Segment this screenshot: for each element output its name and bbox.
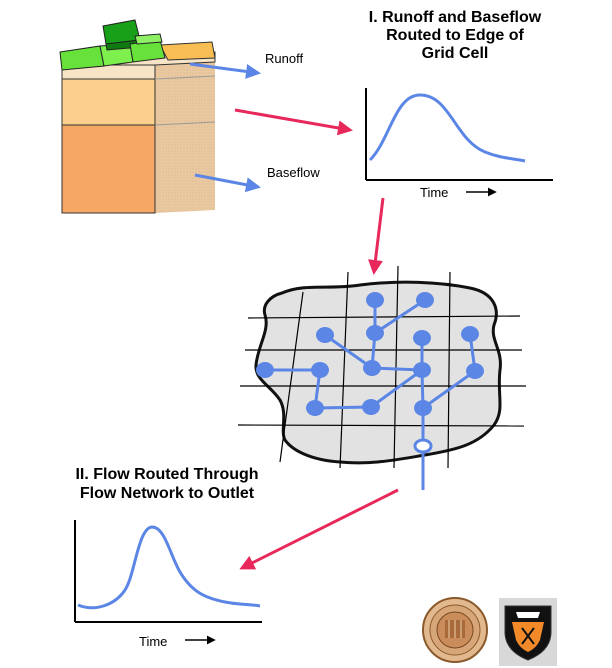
hydrograph-2: Time (74, 520, 262, 649)
stream-links (265, 298, 477, 490)
network-node (366, 292, 384, 308)
soil-layer-middle (61, 78, 156, 126)
baseflow-arrow (194, 173, 261, 193)
network-node (416, 292, 434, 308)
network-node (362, 399, 380, 415)
network-node (311, 362, 329, 378)
hydrograph-1-curve (368, 93, 526, 163)
network-node (414, 400, 432, 416)
routing-arrow-to-network (368, 197, 385, 275)
routing-arrow-to-hydrograph-2 (239, 488, 399, 570)
svg-text:Routed to Edge of: Routed to Edge of (386, 27, 524, 44)
network-node (316, 327, 334, 343)
baseflow-label: Baseflow (267, 165, 320, 180)
network-node (413, 330, 431, 346)
vegetation-tile (59, 45, 105, 71)
bare-soil-patch (159, 41, 216, 61)
network-node (366, 325, 384, 341)
network-node (461, 326, 479, 342)
section-2-title: II. Flow Routed Through Flow Network to … (75, 466, 258, 502)
section-1-title: I. Runoff and Baseflow Routed to Edge of… (369, 9, 542, 62)
grid-lines (237, 265, 526, 469)
network-nodes (256, 292, 484, 416)
runoff-arrow (189, 62, 261, 79)
hydrograph-2-time-label: Time (139, 634, 167, 649)
svg-text:Flow Network to Outlet: Flow Network to Outlet (80, 485, 255, 502)
hydrograph-1-time-label: Time (420, 185, 448, 200)
network-node (466, 363, 484, 379)
network-node (306, 400, 324, 416)
routing-arrow-to-hydrograph-1 (234, 108, 353, 136)
hydrograph-1: Time (365, 88, 553, 200)
princeton-shield-icon (499, 598, 557, 666)
flow-network (237, 265, 526, 490)
network-node (256, 362, 274, 378)
outlet-node (413, 438, 433, 454)
svg-text:Grid Cell: Grid Cell (422, 45, 489, 62)
runoff-label: Runoff (265, 51, 303, 66)
soil-layer-bottom (61, 124, 156, 214)
svg-text:I. Runoff and Baseflow: I. Runoff and Baseflow (369, 9, 542, 26)
grid-cell-soil-column (59, 19, 216, 214)
hydrograph-2-curve (77, 525, 261, 610)
network-node (363, 360, 381, 376)
network-node (413, 362, 431, 378)
university-seal-icon (422, 597, 488, 663)
svg-text:II. Flow Routed Through: II. Flow Routed Through (75, 466, 258, 483)
